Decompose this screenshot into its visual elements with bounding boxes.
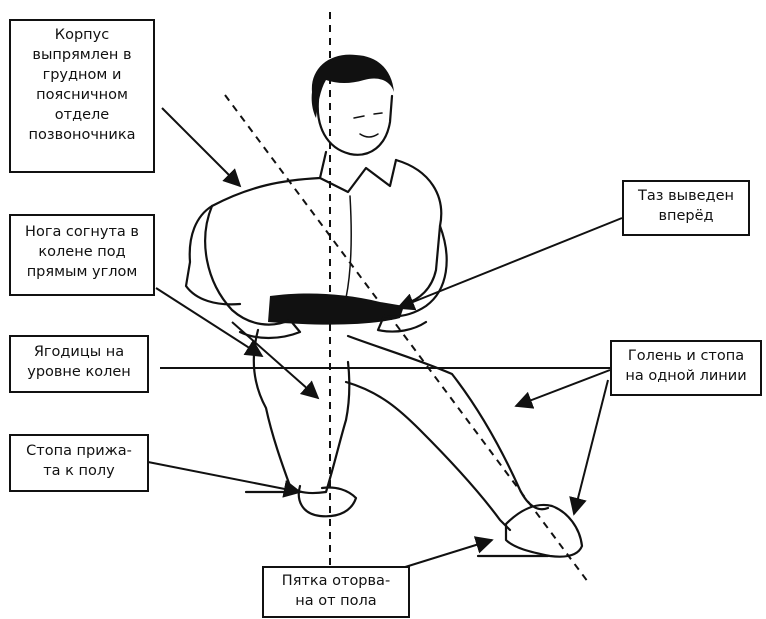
extended-leg bbox=[346, 336, 548, 530]
arrow-heel-off bbox=[402, 540, 492, 568]
label-heel-off: Пятка оторва-на от пола bbox=[262, 566, 410, 618]
head bbox=[318, 96, 392, 155]
arrow-pelvis bbox=[398, 218, 622, 308]
arrow-shin-1 bbox=[516, 370, 610, 406]
diagonal-axis-line bbox=[225, 95, 588, 582]
right-shoe bbox=[506, 505, 582, 557]
arrow-foot-pressed bbox=[148, 462, 300, 492]
right-arm bbox=[378, 226, 447, 332]
arrow-shin-2 bbox=[574, 380, 608, 514]
arrow-leg-bent bbox=[156, 288, 262, 356]
label-foot-pressed: Стопа прижа-та к полу bbox=[9, 434, 149, 492]
arrow-buttocks-knee bbox=[232, 322, 318, 398]
arrow-corpus bbox=[162, 108, 240, 186]
hair bbox=[312, 55, 394, 118]
collar bbox=[320, 152, 396, 192]
torso bbox=[186, 160, 441, 304]
